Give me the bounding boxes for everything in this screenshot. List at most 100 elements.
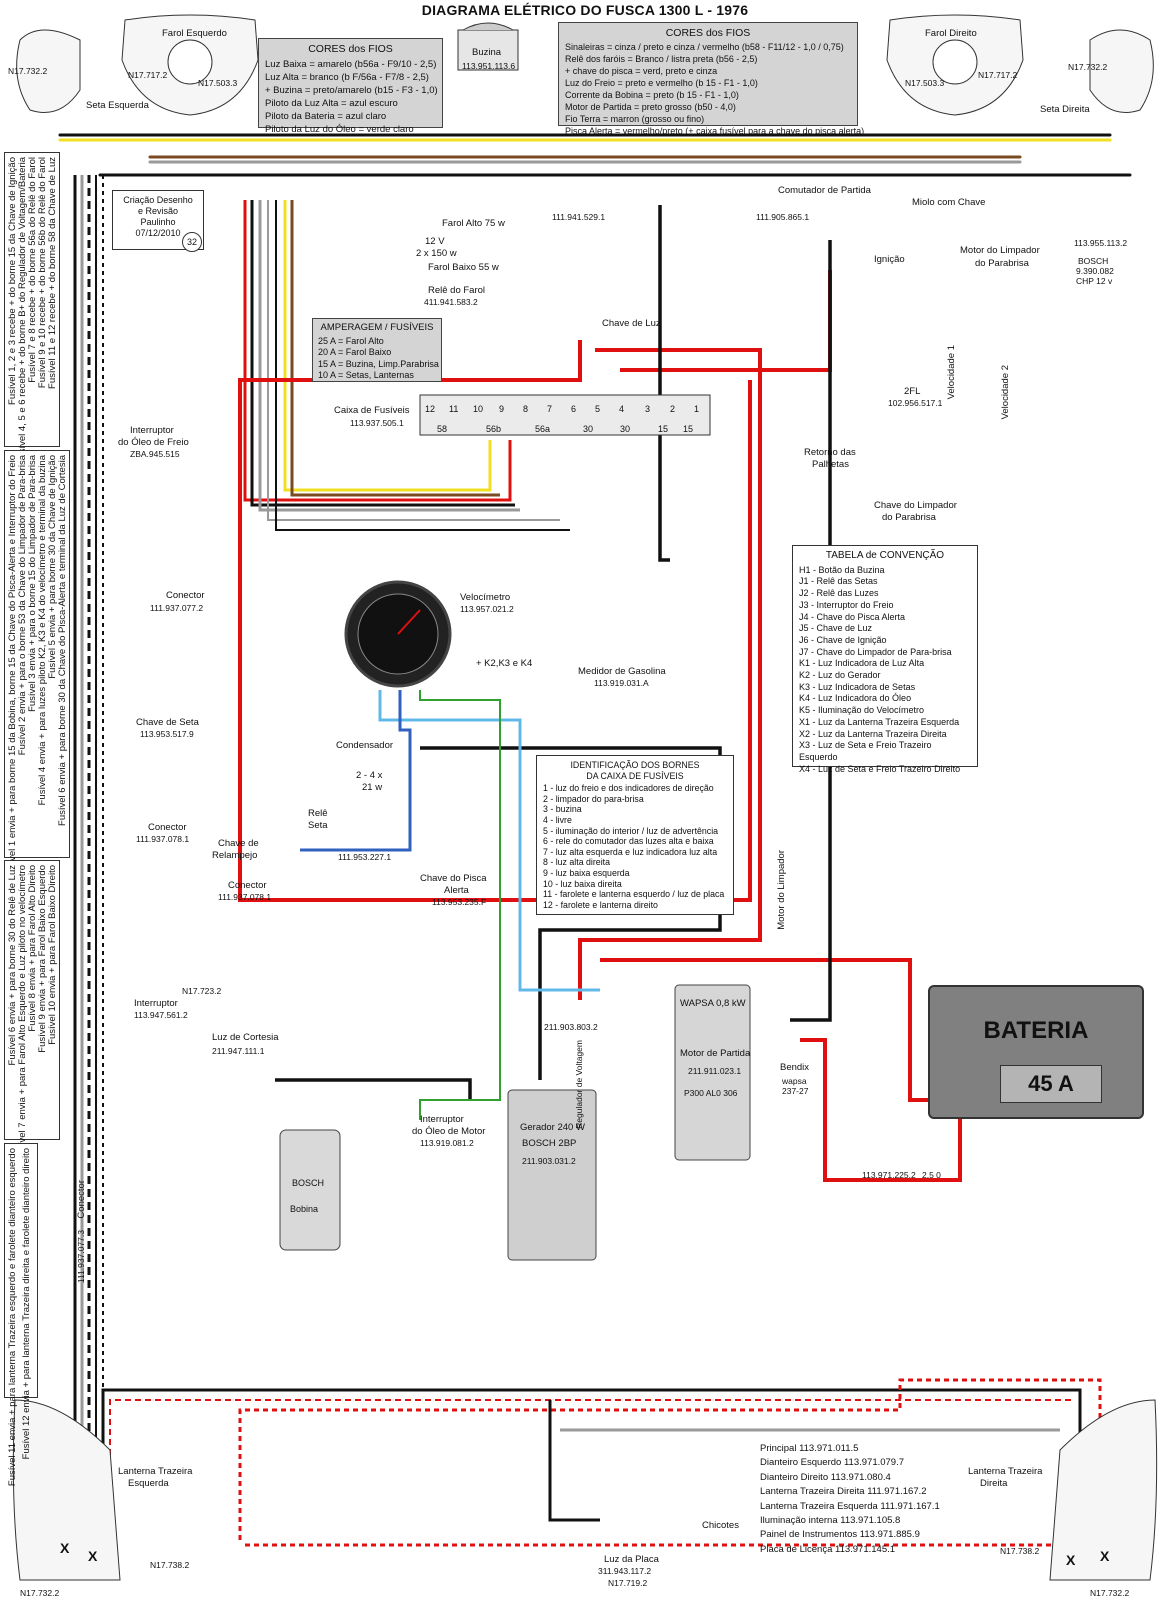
bulb-spec: 2 x 150 w (416, 248, 457, 259)
motor-partida-part-number: 211.911.023.1 (688, 1066, 742, 1076)
fuse-box-shape (419, 394, 711, 436)
wire-color-line: + Buzina = preto/amarelo (b15 - F3 - 1,0… (265, 85, 438, 96)
comutador-part-number: 111.905.865.1 (756, 212, 810, 222)
relay-2fl-label: 2FL (904, 386, 921, 397)
bulb-spec: 12 V (425, 236, 445, 247)
part-number: N17.732.2 (1090, 1588, 1130, 1598)
headlight-left (121, 14, 259, 116)
fuse-number: 3 (645, 404, 651, 414)
chave-luz-label: Chave de Luz (602, 318, 661, 329)
velocimetro-part-number: 113.957.021.2 (460, 604, 514, 614)
center-bundle (243, 200, 570, 531)
rele-seta-spec-2: 21 w (362, 782, 383, 793)
conector-bottom-label: Conector (76, 1180, 87, 1219)
fuse-id-item: 5 - iluminação do interior / luz de adve… (543, 825, 719, 836)
battery-label: BATERIA (983, 1017, 1089, 1044)
fuse-terminal: 30 (620, 424, 631, 434)
interruptor-freio-label: Interruptor (130, 425, 174, 436)
amperage-line: 10 A = Setas, Lanternas (318, 370, 414, 380)
chicote-item: Lanterna Trazeira Esquerda 111.971.167.1 (760, 1500, 940, 1512)
motor-limpador-part-number: 113.955.113.2 (1074, 238, 1128, 248)
part-number: N17.732.2 (20, 1588, 60, 1598)
motor-partida-label: Motor de Partida (680, 1048, 751, 1059)
gerador-brand: BOSCH 2BP (522, 1138, 577, 1149)
fuse-notes-group-3: Fusível 6 envia + para borne 30 do Relê … (4, 860, 60, 1161)
credit-line-1: Criação Desenho (123, 195, 193, 205)
wire-color-line: Luz Baixa = amarelo (b56a - F9/10 - 2,5) (265, 59, 437, 70)
amperage-line: 25 A = Farol Alto (318, 335, 384, 346)
wire-colors-right-heading: CORES dos FIOS (665, 27, 751, 39)
farol-alto-label: Farol Alto 75 w (442, 218, 505, 229)
part-number: N17.738.2 (150, 1560, 190, 1570)
battery-cable-part-number: 113.971.225.2 (862, 1170, 916, 1180)
battery-cable-gauge: 2,5 0 (922, 1170, 941, 1180)
credit-line-4: 07/12/2010 (135, 228, 181, 238)
wire-color-line: Piloto da Luz do Óleo = verde claro (265, 124, 414, 135)
convention-item: J3 - Interruptor do Freio (799, 599, 894, 610)
interruptor-oleo-motor-label-2: do Óleo de Motor (412, 1126, 486, 1137)
wire-color-line: Sinaleiras = cinza / preto e cinza / ver… (565, 42, 844, 52)
convention-table: TABELA de CONVENÇÃO H1 - Botão da Buzina… (792, 545, 978, 774)
credit-line-3: Paulinho (140, 217, 176, 227)
x1-symbol: X (88, 1548, 98, 1564)
chicote-item: Dianteiro Esquerdo 113.971.079.7 (760, 1457, 905, 1469)
fuse-number: 12 (425, 404, 436, 414)
generator-shape (507, 1089, 597, 1261)
fuse-notes-group-1: Fusível 1, 2 e 3 recebe + do borne 15 da… (4, 152, 60, 464)
convention-item: J7 - Chave do Limpador de Para-brisa (799, 646, 952, 657)
coil-brand: BOSCH (292, 1178, 325, 1188)
x2-symbol: X (1066, 1552, 1076, 1568)
conector-mid2-part-number: 111.937.078.1 (218, 892, 272, 902)
luz-placa-part-number: 311.943.117.2 (598, 1566, 652, 1576)
amperage-heading: AMPERAGEM / FUSÍVEIS (320, 322, 434, 333)
fuse-terminal: 58 (437, 424, 448, 434)
parabrisa-label: do Parabrisa (975, 258, 1029, 269)
lanterna-direita-label-2: Direita (980, 1478, 1008, 1489)
wire-color-line: Luz do Freio = preto e vermelho (b 15 - … (565, 78, 758, 88)
battery: BATERIA 45 A (928, 985, 1144, 1119)
part-number: N17.723.2 (182, 986, 222, 996)
chave-relampejo-label-2: Relampejo (212, 850, 258, 861)
part-number: N17.717.2 (978, 70, 1018, 80)
amperage-line: 15 A = Buzina, Limp.Parabrisa (318, 358, 439, 369)
fuse-terminal: 56a (535, 424, 551, 434)
convention-heading: TABELA de CONVENÇÃO (825, 550, 945, 561)
fuse-number: 5 (595, 404, 601, 414)
chave-limpador-label-2: do Parabrisa (882, 512, 936, 523)
conector-bottom-part-number: 111.937.077.3 (76, 1230, 86, 1284)
luz-cortesia-label: Luz de Cortesia (212, 1032, 279, 1043)
buzina-label: Buzina (472, 47, 502, 58)
wire-color-line: Corrente da Bobina = preto (b 15 - F1 - … (565, 90, 739, 100)
bosch-spec: CHP 12 v (1076, 276, 1113, 286)
fuse-number: 6 (571, 404, 577, 414)
x4-symbol: X (1100, 1548, 1110, 1564)
fuse-terminal: 56b (486, 424, 502, 434)
conector-part-number: 111.937.077.2 (150, 603, 204, 613)
rele-seta-label-2: Seta (308, 820, 328, 831)
condensador-label: Condensador (336, 740, 394, 751)
fuse-id-item: 11 - farolete e lanterna esquerdo / luz … (543, 889, 725, 900)
farol-baixo-label: Farol Baixo 55 w (428, 262, 499, 273)
part-number: N17.503.3 (905, 78, 945, 88)
page-title: DIAGRAMA ELÉTRICO DO FUSCA 1300 L - 1976 (421, 2, 749, 18)
caixa-fusiveis-label: Caixa de Fusíveis (334, 405, 410, 416)
interruptor-cortesia-label: Interruptor (134, 998, 178, 1009)
starter-shape (674, 984, 751, 1161)
luz-placa-label: Luz da Placa (604, 1554, 659, 1565)
coil-shape (279, 1129, 341, 1251)
fuse-id-heading-2: DA CAIXA DE FUSÍVEIS (586, 770, 684, 781)
bendix-label: Bendix (780, 1062, 810, 1073)
chicote-item: Lanterna Trazeira Direita 111.971.167.2 (760, 1486, 927, 1498)
coil-label: Bobina (290, 1204, 319, 1214)
farol-direito-label: Farol Direito (925, 28, 977, 39)
conector-mid2-label: Conector (228, 880, 267, 891)
chave-pisca-part-number: 113.953.235.F (432, 897, 487, 907)
chave-seta-label: Chave de Seta (136, 717, 199, 728)
convention-item: K4 - Luz Indicadora do Óleo (799, 693, 912, 704)
tail-light-left (12, 1399, 121, 1581)
fuse-id-item: 6 - rele do comutador das luzes alta e b… (543, 836, 714, 847)
gerador-part-number: 211.903.031.2 (522, 1156, 576, 1166)
rele-seta-spec: 2 - 4 x (356, 770, 383, 781)
retorno-palhetas-label: Retorno das (804, 447, 856, 458)
convention-item: K1 - Luz Indicadora de Luz Alta (799, 658, 925, 669)
